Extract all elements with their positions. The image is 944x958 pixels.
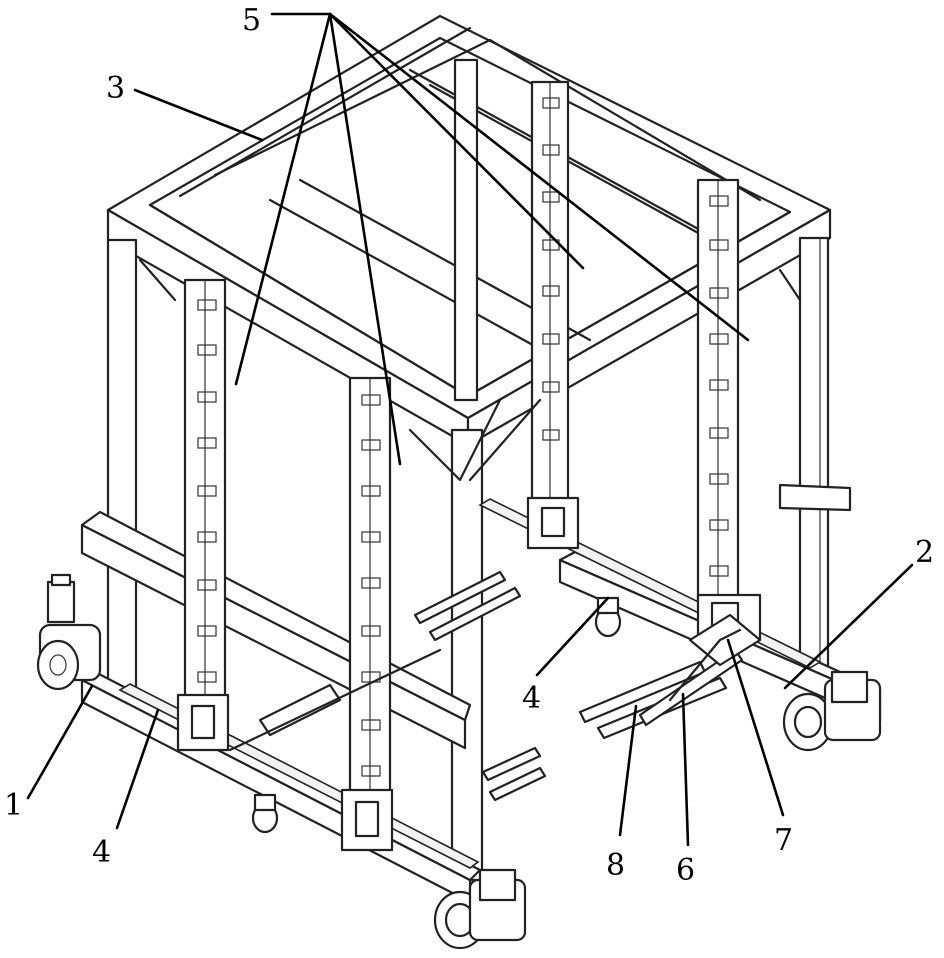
callout-7: 7 <box>774 823 793 858</box>
callout-5: 5 <box>242 3 261 38</box>
callout-6: 6 <box>676 853 695 888</box>
callout-2: 2 <box>915 535 934 570</box>
wheel-front-left <box>38 575 100 689</box>
callout-8: 8 <box>606 848 625 883</box>
callout-3: 3 <box>106 71 125 106</box>
callout-4-left: 4 <box>92 835 111 870</box>
callout-4-right: 4 <box>522 681 541 716</box>
callout-1: 1 <box>4 788 23 823</box>
